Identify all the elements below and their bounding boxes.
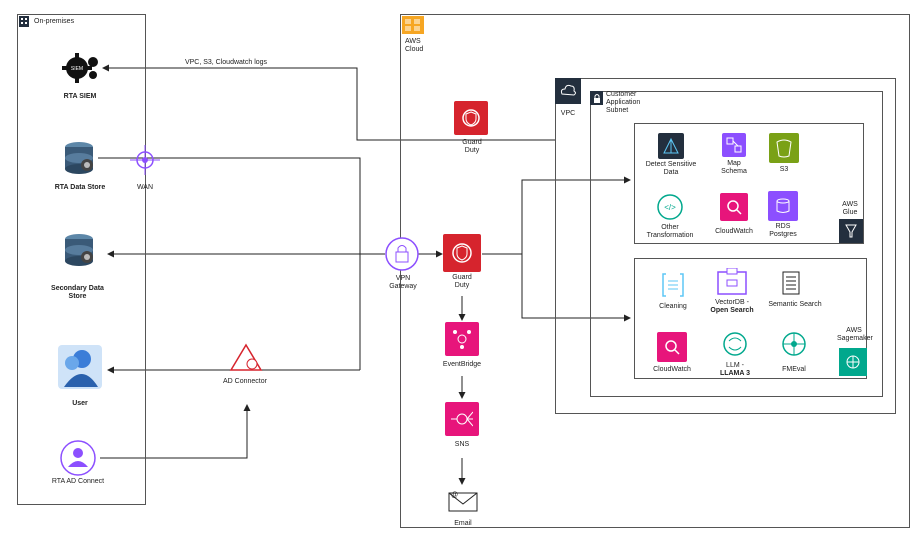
wan-label: WAN bbox=[136, 184, 154, 191]
vpc-icon bbox=[555, 78, 581, 104]
sns-icon bbox=[445, 402, 479, 436]
onprem-title: On-premises bbox=[34, 18, 75, 25]
svg-text:@: @ bbox=[451, 492, 458, 499]
datastore-label: RTA Data Store bbox=[54, 184, 106, 191]
other-transformation-icon: </> bbox=[656, 193, 684, 221]
map-schema-label: Map Schema bbox=[721, 160, 747, 175]
ad-connect-icon bbox=[60, 440, 96, 476]
edge-label-logs: VPC, S3, Cloudwatch logs bbox=[185, 59, 268, 66]
llm-label-b: LLAMA 3 bbox=[719, 370, 751, 377]
datastore-icon bbox=[61, 140, 97, 176]
eventbridge-label: EventBridge bbox=[442, 361, 482, 368]
lock-icon bbox=[590, 91, 603, 105]
siem-label: RTA SIEM bbox=[63, 93, 97, 100]
sns-label: SNS bbox=[454, 441, 470, 448]
onprem-container bbox=[17, 14, 146, 505]
user-label: User bbox=[72, 400, 88, 407]
siem-gear-icon: SIEM bbox=[61, 52, 101, 84]
glue-cloudwatch-label: CloudWatch bbox=[715, 228, 753, 235]
cleaning-label: Cleaning bbox=[659, 303, 687, 310]
guard-duty-mid-icon bbox=[443, 234, 481, 272]
vpn-gateway-label: VPN Gateway bbox=[389, 275, 417, 290]
semantic-search-icon bbox=[782, 271, 800, 295]
ad-connector-icon bbox=[229, 343, 263, 373]
aws-cloud-icon bbox=[402, 16, 424, 34]
ad-connect-label: RTA AD Connect bbox=[51, 478, 105, 485]
edge-to-glue bbox=[521, 176, 631, 254]
fmeval-icon bbox=[781, 331, 807, 357]
sagemaker-title: AWS Sagemaker bbox=[837, 327, 873, 342]
subnet-container bbox=[590, 91, 883, 397]
glue-icon bbox=[839, 219, 863, 243]
ad-connector-label: AD Connector bbox=[223, 378, 267, 385]
fmeval-label: FMEval bbox=[782, 366, 806, 373]
glue-container bbox=[634, 123, 864, 244]
semantic-search-label: Semantic Search bbox=[768, 301, 822, 308]
secondary-store-icon bbox=[61, 232, 97, 268]
detect-sensitive-label: Detect Sensitive Data bbox=[645, 161, 697, 176]
vectordb-label-b: Open Search bbox=[710, 307, 754, 314]
other-transformation-label: Other Transformation bbox=[646, 224, 694, 239]
s3-label: S3 bbox=[779, 166, 789, 173]
wan-icon bbox=[130, 145, 160, 175]
guard-duty-top-label: Guard Duty bbox=[462, 139, 482, 154]
email-label: Email bbox=[454, 520, 472, 527]
llm-label-a: LLM - bbox=[726, 362, 744, 369]
glue-title: AWS Glue bbox=[842, 201, 858, 216]
edge-datastore-wan bbox=[98, 157, 361, 370]
detect-sensitive-icon bbox=[658, 133, 684, 159]
sagemaker-cloudwatch-label: CloudWatch bbox=[653, 366, 691, 373]
vpn-gateway-icon bbox=[385, 237, 419, 271]
edge-adconnect-adconnector bbox=[100, 404, 251, 459]
subnet-label: Customer Application Subnet bbox=[606, 91, 641, 114]
guard-duty-top-icon bbox=[454, 101, 488, 135]
s3-icon bbox=[769, 133, 799, 163]
aws-cloud-label: AWS Cloud bbox=[405, 38, 424, 53]
glue-cloudwatch-icon bbox=[720, 193, 748, 221]
rds-label: RDS Postgres bbox=[769, 223, 797, 238]
building-icon bbox=[18, 15, 30, 27]
svg-text:</>: </> bbox=[664, 203, 676, 212]
sagemaker-icon bbox=[839, 348, 867, 376]
map-schema-icon bbox=[722, 133, 746, 157]
llm-icon bbox=[720, 329, 750, 359]
vpc-container bbox=[555, 78, 896, 414]
secondary-store-label: Secondary Data Store bbox=[51, 285, 104, 300]
eventbridge-icon bbox=[445, 322, 479, 356]
vectordb-label-a: VectorDB - bbox=[715, 299, 749, 306]
aws-cloud-container bbox=[400, 14, 910, 528]
user-icon bbox=[58, 345, 102, 389]
edge-logs-to-siem bbox=[102, 64, 555, 141]
email-icon: @ bbox=[447, 489, 479, 513]
siem-badge: SIEM bbox=[71, 66, 83, 72]
sagemaker-cloudwatch-icon bbox=[657, 332, 687, 362]
vectordb-icon bbox=[717, 268, 747, 296]
cleaning-icon bbox=[660, 272, 686, 298]
guard-duty-mid-label: Guard Duty bbox=[452, 274, 472, 289]
sagemaker-container bbox=[634, 258, 867, 379]
edge-to-sagemaker bbox=[521, 254, 631, 322]
rds-icon bbox=[768, 191, 798, 221]
vpc-label: VPC bbox=[560, 110, 576, 117]
